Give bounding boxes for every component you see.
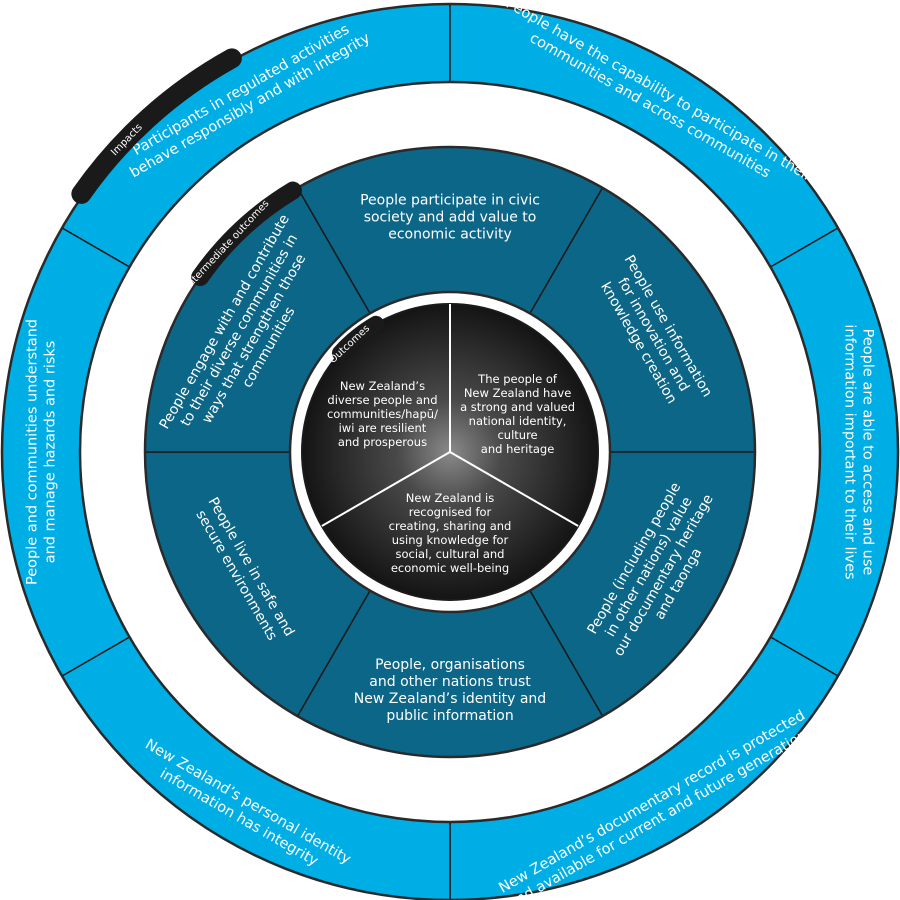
core-divider-3: [321, 451, 451, 527]
middle-label-civic-line: society and add value to: [364, 209, 537, 225]
middle-label-civic-line: People participate in civic: [360, 192, 540, 208]
middle-label-trust-line: public information: [386, 708, 513, 724]
core-label-identity-line: The people of: [477, 372, 558, 386]
core-label-knowledge-line: New Zealand is: [406, 491, 494, 505]
core-label-resilient-line: New Zealand’s: [340, 379, 425, 393]
outcomes-tab: [332, 315, 384, 361]
core-label-resilient-line: iwi are resilient: [339, 421, 427, 435]
middle-ring-inner-edge: [288, 290, 612, 614]
outer-ring-inner-edge: [78, 80, 822, 824]
core-label-identity-line: national identity,: [469, 414, 567, 428]
middle-label-trust-line: and other nations trust: [369, 674, 531, 690]
middle-label-trust-line: New Zealand’s identity and: [354, 691, 546, 707]
outer-label-hazards-line: People and communities understand: [24, 319, 40, 585]
middle-ring-edge: [143, 145, 757, 759]
outer-label-access: People are able to access and useinforma…: [842, 324, 876, 579]
core-label-resilient-line: diverse people and: [327, 393, 437, 407]
outer-label-access-line: information important to their lives: [842, 324, 858, 579]
outer-label-hazards-line: and manage hazards and risks: [42, 341, 58, 564]
core-label-knowledge-line: creating, sharing and: [389, 519, 512, 533]
middle-label-trust-line: People, organisations: [375, 657, 525, 673]
middle-label-civic-line: economic activity: [388, 226, 512, 242]
intermediate-outcomes-tab: [191, 181, 302, 287]
core-label-knowledge-line: economic well-being: [391, 561, 509, 575]
impacts-tab: [71, 48, 242, 204]
core-label-resilient-line: communities/hapū/: [327, 407, 438, 421]
core-label-knowledge-line: recognised for: [409, 505, 492, 519]
core-label-knowledge-line: using knowledge for: [392, 533, 509, 547]
core-label-resilient-line: and prosperous: [338, 435, 427, 449]
core-label-identity-line: and heritage: [481, 442, 555, 456]
core-label-identity-line: culture: [497, 428, 537, 442]
core-label-identity-line: a strong and valued: [460, 400, 575, 414]
core-divider-2: [449, 451, 579, 527]
core-label-knowledge-line: social, cultural and: [396, 547, 505, 561]
outer-label-access-line: People are able to access and use: [860, 329, 876, 576]
core-label-identity-line: New Zealand have: [464, 386, 571, 400]
